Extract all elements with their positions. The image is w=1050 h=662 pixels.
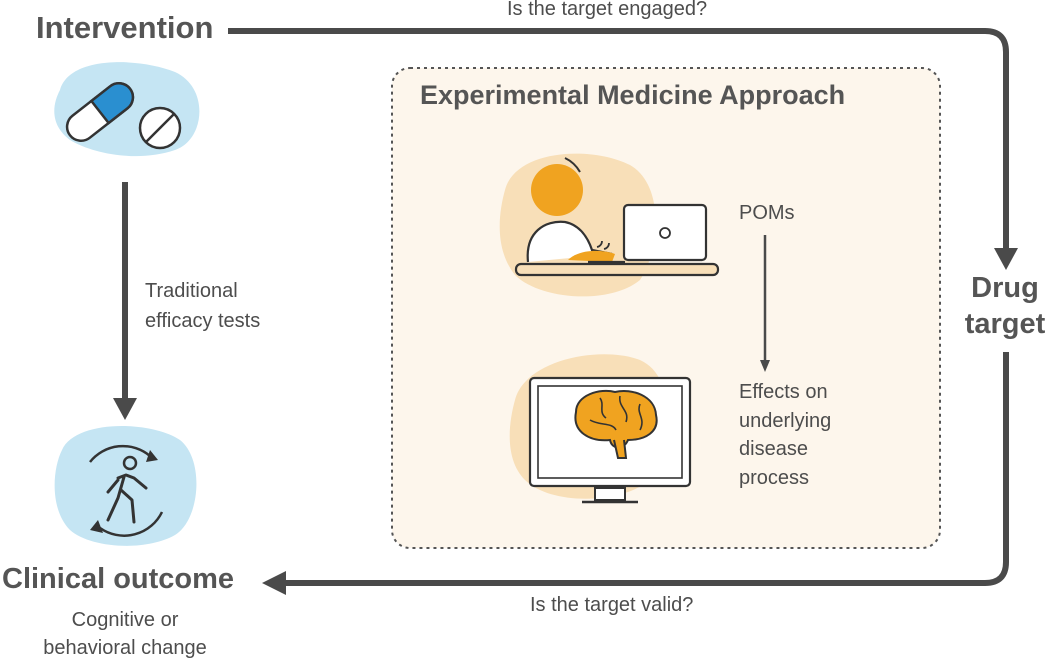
arrowhead-drug-target bbox=[994, 248, 1018, 270]
traditional-line1: Traditional bbox=[145, 280, 238, 302]
arrow-drug-target-to-clinical-outcome bbox=[282, 352, 1009, 586]
effects-line3: disease bbox=[739, 438, 808, 460]
intervention-label: Intervention bbox=[36, 10, 214, 45]
poms-label: POMs bbox=[739, 202, 795, 224]
arrowhead-clinical-outcome bbox=[262, 571, 286, 595]
drug-target-line1: Drug bbox=[971, 272, 1039, 304]
panel-title: Experimental Medicine Approach bbox=[420, 80, 846, 110]
effects-line1: Effects on bbox=[739, 381, 828, 403]
arrow-intervention-to-drug-target bbox=[228, 28, 1009, 252]
drug-target-line2: target bbox=[964, 308, 1046, 340]
target-engaged-label: Is the target engaged? bbox=[507, 0, 708, 20]
pill-capsule-icon bbox=[54, 62, 200, 157]
target-valid-label: Is the target valid? bbox=[530, 594, 694, 616]
person-at-laptop-icon bbox=[499, 153, 720, 297]
clinical-sub-line1: Cognitive or bbox=[71, 609, 179, 631]
brain-monitor-icon bbox=[509, 354, 692, 504]
effects-label: Effects on underlying disease process bbox=[739, 378, 831, 492]
traditional-efficacy-label: Traditional efficacy tests bbox=[145, 276, 260, 336]
effects-line4: process bbox=[739, 466, 810, 489]
clinical-outcome-subtitle: Cognitive or behavioral change bbox=[20, 606, 230, 662]
arrowhead-clinical-outcome-left bbox=[113, 398, 137, 420]
drug-target-label: Drug target bbox=[960, 270, 1050, 342]
traditional-line2: efficacy tests bbox=[145, 310, 261, 332]
walking-person-icon bbox=[54, 426, 197, 546]
effects-line2: underlying bbox=[739, 409, 832, 432]
clinical-outcome-label: Clinical outcome bbox=[2, 563, 235, 595]
arrowhead-effects bbox=[760, 360, 770, 372]
clinical-sub-line2: behavioral change bbox=[43, 637, 207, 659]
